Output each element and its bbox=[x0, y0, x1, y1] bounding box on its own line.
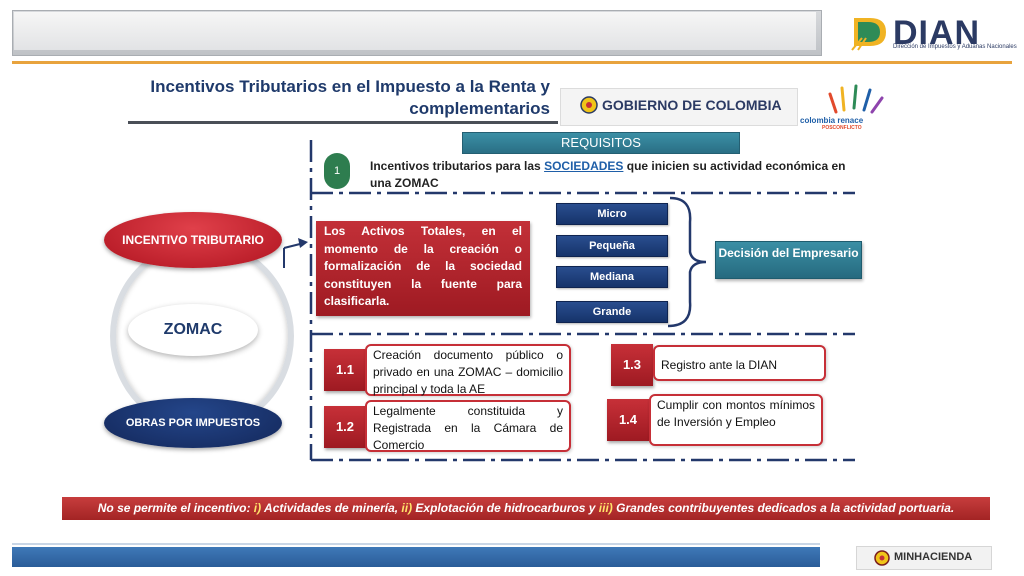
req-text-1-3: Registro ante la DIAN bbox=[653, 345, 826, 381]
minhacienda-text: MINHACIENDA bbox=[894, 551, 973, 563]
page-title: Incentivos Tributarios en el Impuesto a … bbox=[150, 77, 550, 118]
req-number-1-3: 1.3 bbox=[611, 344, 653, 386]
dian-subtitle: Dirección de Impuestos y Aduanas Naciona… bbox=[893, 44, 1017, 50]
bottom-divider bbox=[12, 543, 820, 545]
intro-text: Incentivos tributarios para las SOCIEDAD… bbox=[370, 159, 846, 190]
restriction-note: No se permite el incentivo: i) Actividad… bbox=[62, 497, 990, 520]
colombia-renace-text: colombia renace bbox=[800, 116, 864, 125]
req-number-1-2: 1.2 bbox=[324, 406, 366, 448]
dian-logo-icon bbox=[851, 18, 886, 51]
gobierno-badge bbox=[560, 88, 798, 126]
req-text-1-1: Creación documento público o privado en … bbox=[365, 344, 571, 396]
gobierno-text: GOBIERNO DE COLOMBIA bbox=[602, 97, 782, 113]
orange-divider bbox=[12, 61, 1012, 64]
bottom-banner bbox=[12, 547, 820, 567]
step-number-badge: 1 bbox=[324, 153, 350, 189]
colombia-shield-icon bbox=[580, 96, 598, 114]
req-text-1-4: Cumplir con montos mínimos de Inversión … bbox=[649, 394, 823, 446]
size-pequena: Pequeña bbox=[556, 235, 668, 257]
minhacienda-shield-icon bbox=[874, 550, 890, 566]
size-grande: Grande bbox=[556, 301, 668, 323]
obras-por-impuestos-oval: OBRAS POR IMPUESTOS bbox=[104, 398, 282, 448]
requisitos-header: REQUISITOS bbox=[462, 132, 740, 154]
size-mediana: Mediana bbox=[556, 266, 668, 288]
incentivo-tributario-oval: INCENTIVO TRIBUTARIO bbox=[104, 212, 282, 268]
posconflicto-text: POSCONFLICTO bbox=[822, 125, 862, 131]
req-text-1-2: Legalmente constituida y Registrada en l… bbox=[365, 400, 571, 452]
title-underline bbox=[128, 121, 558, 124]
colombia-renace-logo-icon bbox=[828, 84, 884, 114]
activos-totales-box: Los Activos Totales, en el momento de la… bbox=[316, 221, 530, 316]
req-number-1-4: 1.4 bbox=[607, 399, 649, 441]
decision-empresario-box: Decisión del Empresario bbox=[715, 241, 862, 279]
dian-logo-text: DIAN bbox=[893, 14, 981, 52]
top-banner-inner bbox=[14, 12, 816, 50]
size-micro: Micro bbox=[556, 203, 668, 225]
zomac-oval: ZOMAC bbox=[128, 304, 258, 356]
sociedades-link: SOCIEDADES bbox=[544, 159, 624, 173]
req-number-1-1: 1.1 bbox=[324, 349, 366, 391]
